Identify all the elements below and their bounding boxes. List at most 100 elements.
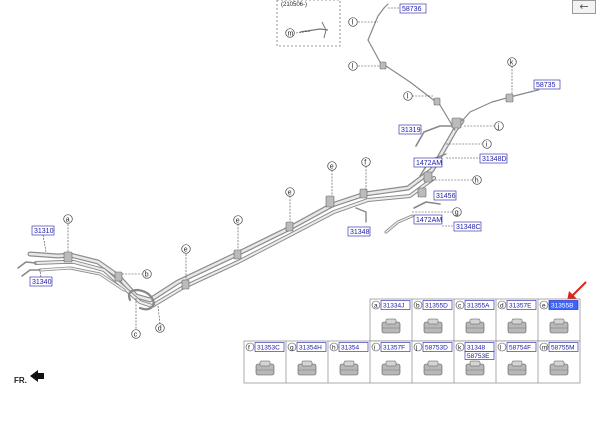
svg-text:e: e [184,247,188,254]
legend-letter: m [542,345,547,352]
svg-text:g: g [455,210,459,217]
legend-code: 31348 [467,345,485,352]
part-label-31348[interactable]: 31348 [347,226,371,237]
part-g-icon [297,360,317,376]
svg-text:31348: 31348 [350,229,370,236]
legend-letter: a [374,303,378,310]
legend-letter: g [290,345,294,352]
legend-letter: f [248,345,250,352]
callout-m-inset: m [288,31,294,38]
callout-c[interactable]: c [131,329,141,339]
legend-cell-m[interactable]: m 58755M [539,342,579,376]
legend-letter: i [374,345,375,352]
callout-l-2[interactable]: l [348,61,358,71]
legend-code: 31353C [257,345,280,352]
callout-l-3[interactable]: l [403,91,413,101]
part-label-1472am-upper[interactable]: 1472AM [413,157,443,168]
parts-legend-table [243,298,581,384]
legend-code: 58755M [551,345,575,352]
legend-letter: d [500,303,504,310]
callout-b[interactable]: b [142,269,152,279]
pipe-bundle [17,3,543,311]
callout-l-1[interactable]: l [348,17,358,27]
legend-code: 31357F [383,345,405,352]
part-k-icon [465,360,485,376]
svg-text:l: l [407,94,409,101]
part-m-icon [549,360,569,376]
part-f-icon [255,360,275,376]
svg-text:k: k [510,60,514,67]
legend-code: 31354 [341,345,359,352]
svg-text:j: j [497,124,500,131]
legend-letter: b [416,303,420,310]
part-label-31456[interactable]: 31456 [433,190,457,201]
svg-text:31340: 31340 [32,279,52,286]
svg-text:l: l [352,64,354,71]
svg-text:58736: 58736 [402,6,422,13]
svg-text:d: d [158,326,162,333]
legend-code: 31334J [383,303,404,310]
svg-text:i: i [486,142,488,149]
legend-cell-j[interactable]: j 58753D [413,342,453,376]
callout-e-4[interactable]: e [327,161,337,171]
inset-detail: (210506-) m [276,0,341,47]
callout-d[interactable]: d [155,323,165,333]
callout-k[interactable]: k [507,57,517,67]
svg-text:e: e [330,164,334,171]
callout-e-3[interactable]: e [285,187,295,197]
back-arrow-icon: ← [579,0,589,13]
legend-cell-i[interactable]: i 31357F [371,342,411,376]
part-h-icon [339,360,359,376]
callout-circles: a b c d e e e e f g h i j k l l l [63,17,517,339]
callout-e-2[interactable]: e [233,215,243,225]
front-arrow-icon [30,370,44,382]
legend-cell-f[interactable]: f 31353C [245,342,285,376]
svg-text:c: c [134,332,138,339]
callout-f[interactable]: f [361,157,371,167]
legend-cell-d[interactable]: d 31357E [497,300,537,334]
part-label-31310[interactable]: 31310 [31,225,55,236]
legend-letter: k [458,345,462,352]
back-button[interactable]: ← [572,0,596,14]
part-label-31348d[interactable]: 31348D [479,153,508,164]
callout-h[interactable]: h [472,175,482,185]
part-label-31319[interactable]: 31319 [398,124,422,135]
svg-text:31348C: 31348C [456,224,481,231]
callout-j[interactable]: j [494,121,504,131]
svg-text:31456: 31456 [436,193,456,200]
svg-text:1472AM: 1472AM [416,217,442,224]
part-label-31348c[interactable]: 31348C [453,221,482,232]
part-label-1472am-lower[interactable]: 1472AM [413,214,443,225]
legend-code: 58753D [425,345,448,352]
legend-code: 58754F [509,345,531,352]
svg-text:e: e [236,218,240,225]
part-i-icon [381,360,401,376]
part-label-58736[interactable]: 58736 [399,3,427,14]
svg-text:e: e [288,190,292,197]
part-label-58735[interactable]: 58735 [533,79,561,90]
callout-i[interactable]: i [482,139,492,149]
part-b-icon [423,318,443,334]
svg-text:31319: 31319 [401,127,421,134]
legend-cell-a[interactable]: a 31334J [371,300,411,334]
callout-g[interactable]: g [452,207,462,217]
callout-e-1[interactable]: e [181,244,191,254]
front-direction-marker: FR. [14,370,44,385]
callout-a[interactable]: a [63,214,73,224]
part-e-icon [549,318,569,334]
svg-text:b: b [145,272,149,279]
svg-text:a: a [66,217,70,224]
part-labels: 58736 58735 31310 31340 31319 1472AM 313… [29,3,561,287]
part-label-31340[interactable]: 31340 [29,276,53,287]
legend-code: 31357E [509,303,532,310]
svg-text:31348D: 31348D [482,156,507,163]
legend-letter: j [415,345,417,352]
